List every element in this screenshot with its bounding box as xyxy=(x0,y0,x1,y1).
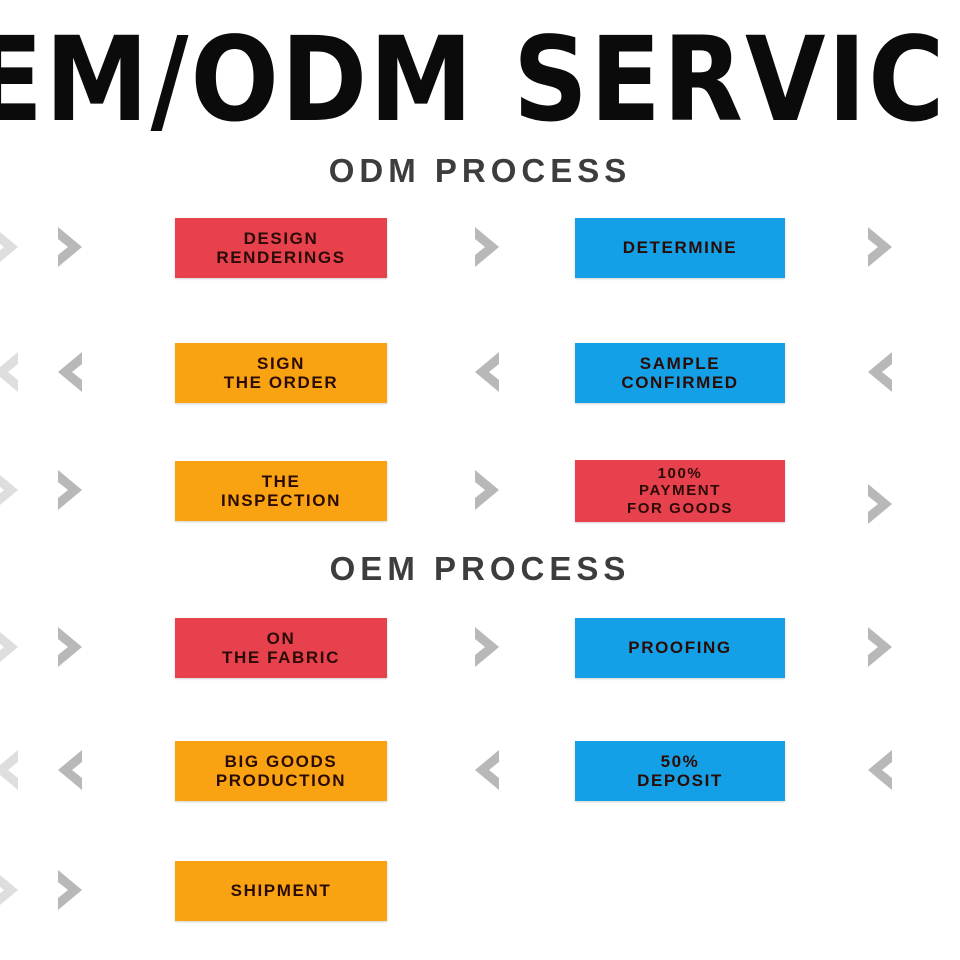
chevron-right-icon xyxy=(860,223,900,271)
process-step-box[interactable]: 50%DEPOSIT xyxy=(575,741,785,801)
page-title: EM/ODM SERVIC xyxy=(0,11,947,148)
chevron-right-icon xyxy=(0,866,26,914)
chevron-left-icon xyxy=(50,746,90,794)
process-step-label: SHIPMENT xyxy=(230,881,332,901)
chevron-right-icon xyxy=(860,480,900,528)
process-step-box[interactable]: PROOFING xyxy=(575,618,785,678)
process-step-label: DETERMINE xyxy=(622,238,738,258)
chevron-right-icon xyxy=(467,623,507,671)
process-step-box[interactable]: SHIPMENT xyxy=(175,861,387,921)
process-step-box[interactable]: DETERMINE xyxy=(575,218,785,278)
chevron-right-icon xyxy=(50,466,90,514)
chevron-right-icon xyxy=(50,223,90,271)
chevron-right-icon xyxy=(0,466,26,514)
section-heading-oem: OEM PROCESS xyxy=(329,550,631,587)
chevron-left-icon xyxy=(860,348,900,396)
chevron-left-icon xyxy=(50,348,90,396)
chevron-right-icon xyxy=(467,466,507,514)
chevron-right-icon xyxy=(50,866,90,914)
process-row: SHIPMENT xyxy=(0,848,960,934)
process-step-label: PROOFING xyxy=(628,638,732,658)
chevron-right-icon xyxy=(50,623,90,671)
section-heading-odm: ODM PROCESS xyxy=(328,152,632,189)
chevron-left-icon xyxy=(860,746,900,794)
chevron-left-icon xyxy=(467,348,507,396)
process-step-label: 50%DEPOSIT xyxy=(637,751,723,790)
chevron-left-icon xyxy=(0,348,26,396)
chevron-right-icon xyxy=(467,223,507,271)
chevron-right-icon xyxy=(0,623,26,671)
chevron-right-icon xyxy=(860,623,900,671)
chevron-right-icon xyxy=(0,223,26,271)
chevron-left-icon xyxy=(467,746,507,794)
chevron-left-icon xyxy=(0,746,26,794)
